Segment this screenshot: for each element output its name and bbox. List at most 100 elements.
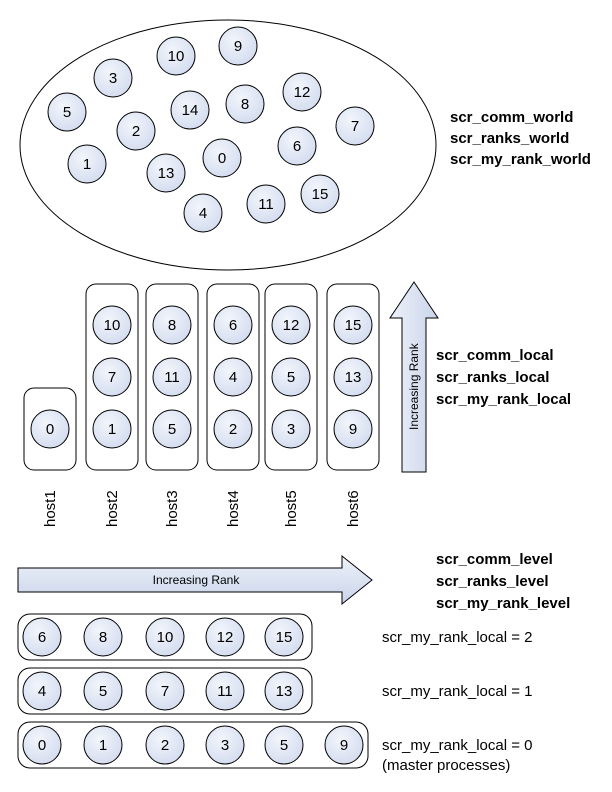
host-label: host2 bbox=[104, 490, 121, 527]
level-row-box bbox=[17, 721, 369, 769]
world-rank-node: 14 bbox=[170, 90, 210, 130]
rank-number: 0 bbox=[46, 421, 54, 438]
host-label: host3 bbox=[164, 490, 181, 527]
rank-number: 4 bbox=[38, 683, 46, 700]
level-row-caption: scr_my_rank_local = 1 bbox=[382, 683, 532, 700]
rank-circle bbox=[92, 305, 132, 345]
rank-circle bbox=[277, 126, 317, 166]
local-label-my-rank: scr_my_rank_local bbox=[436, 391, 571, 408]
rank-number: 12 bbox=[283, 317, 300, 334]
rank-circle bbox=[83, 671, 123, 711]
local-group: 0host11071host28115host3642host41253host… bbox=[23, 281, 571, 527]
rank-number: 11 bbox=[258, 196, 274, 213]
rank-number: 13 bbox=[276, 683, 293, 700]
rank-number: 8 bbox=[241, 96, 249, 113]
rank-circle bbox=[300, 174, 340, 214]
rank-circle bbox=[92, 357, 132, 397]
rank-number: 5 bbox=[168, 421, 176, 438]
rank-number: 8 bbox=[168, 317, 176, 334]
rank-circle bbox=[146, 153, 186, 193]
rank-number: 3 bbox=[287, 421, 295, 438]
rank-number: 10 bbox=[157, 629, 174, 646]
level-rank-node: 6 bbox=[22, 617, 62, 657]
rank-circle bbox=[264, 671, 304, 711]
rank-number: 7 bbox=[108, 369, 116, 386]
rank-number: 12 bbox=[294, 84, 311, 101]
rank-circle bbox=[271, 357, 311, 397]
host-rank-node: 0 bbox=[30, 409, 70, 449]
rank-number: 9 bbox=[234, 38, 242, 55]
rank-number: 4 bbox=[229, 369, 237, 386]
rank-number: 15 bbox=[345, 317, 362, 334]
rank-number: 14 bbox=[182, 102, 199, 119]
rank-number: 13 bbox=[345, 369, 362, 386]
rank-circle bbox=[22, 617, 62, 657]
rank-circle bbox=[47, 92, 87, 132]
rank-circle bbox=[246, 184, 286, 224]
world-rank-node: 9 bbox=[218, 26, 258, 66]
level-group: scr_comm_level scr_ranks_level scr_my_ra… bbox=[17, 551, 570, 774]
world-rank-node: 10 bbox=[156, 36, 196, 76]
rank-circle bbox=[83, 725, 123, 765]
rank-circle bbox=[67, 144, 107, 184]
rank-circle bbox=[22, 725, 62, 765]
rank-number: 6 bbox=[229, 317, 237, 334]
world-rank-node: 13 bbox=[146, 153, 186, 193]
world-label-my-rank: scr_my_rank_world bbox=[450, 151, 591, 168]
host-rank-node: 13 bbox=[333, 357, 373, 397]
rank-number: 9 bbox=[340, 737, 348, 754]
rank-circle bbox=[205, 725, 245, 765]
host-label: host4 bbox=[225, 490, 242, 527]
rank-circle bbox=[324, 725, 364, 765]
rank-circle bbox=[145, 725, 185, 765]
rank-circle bbox=[145, 671, 185, 711]
host-rank-node: 4 bbox=[213, 357, 253, 397]
rank-number: 10 bbox=[168, 48, 185, 65]
host-label: host1 bbox=[42, 490, 59, 527]
level-rank-node: 9 bbox=[324, 725, 364, 765]
rank-circle bbox=[213, 305, 253, 345]
rank-circle bbox=[116, 111, 156, 151]
world-rank-node: 4 bbox=[183, 193, 223, 233]
level-rank-node: 5 bbox=[83, 671, 123, 711]
rank-circle bbox=[83, 617, 123, 657]
rank-circle bbox=[282, 72, 322, 112]
level-rank-node: 11 bbox=[205, 671, 245, 711]
host-rank-node: 11 bbox=[152, 357, 192, 397]
rank-number: 3 bbox=[221, 737, 229, 754]
rank-number: 7 bbox=[351, 118, 359, 135]
rank-circle bbox=[92, 409, 132, 449]
level-rank-node: 1 bbox=[83, 725, 123, 765]
rank-circle bbox=[213, 357, 253, 397]
level-row-caption: scr_my_rank_local = 2 bbox=[382, 629, 532, 646]
rank-number: 2 bbox=[161, 737, 169, 754]
host-rank-node: 15 bbox=[333, 305, 373, 345]
world-rank-node: 2 bbox=[116, 111, 156, 151]
rank-circle bbox=[205, 617, 245, 657]
level-label-my-rank: scr_my_rank_level bbox=[436, 595, 570, 612]
rank-number: 3 bbox=[109, 70, 117, 87]
world-rank-node: 8 bbox=[225, 84, 265, 124]
rank-circle bbox=[271, 305, 311, 345]
level-rank-node: 2 bbox=[145, 725, 185, 765]
rank-circle bbox=[152, 357, 192, 397]
rank-number: 1 bbox=[108, 421, 116, 438]
rank-number: 6 bbox=[293, 138, 301, 155]
rank-circle bbox=[333, 409, 373, 449]
rank-number: 15 bbox=[312, 186, 329, 203]
host-rank-node: 12 bbox=[271, 305, 311, 345]
rank-number: 2 bbox=[132, 123, 140, 140]
rank-number: 6 bbox=[38, 629, 46, 646]
rank-number: 5 bbox=[63, 104, 71, 121]
rank-circle bbox=[170, 90, 210, 130]
rank-circle bbox=[152, 409, 192, 449]
level-rank-node: 8 bbox=[83, 617, 123, 657]
rank-circle bbox=[30, 409, 70, 449]
level-rank-node: 10 bbox=[145, 617, 185, 657]
rank-number: 9 bbox=[349, 421, 357, 438]
host-label: host6 bbox=[345, 490, 362, 527]
level-rank-node: 5 bbox=[264, 725, 304, 765]
rank-number: 5 bbox=[280, 737, 288, 754]
